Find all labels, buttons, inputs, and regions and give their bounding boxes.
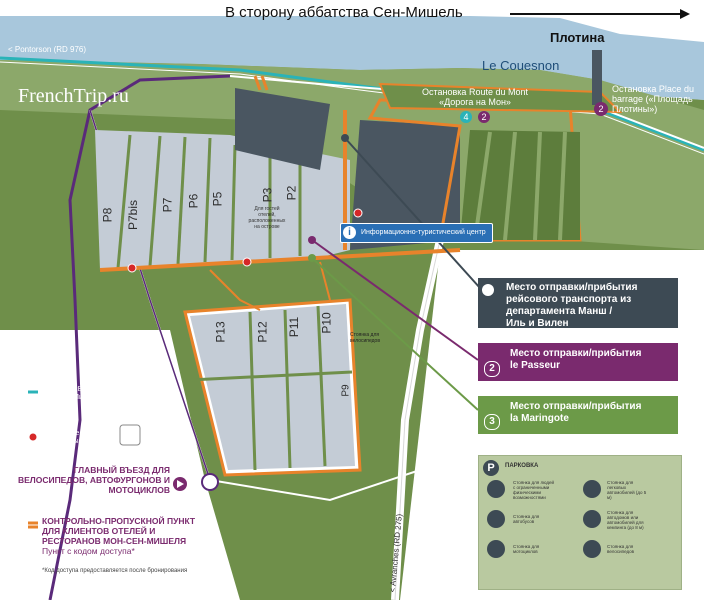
legend-checkpoint-line2: ДЛЯ КЛИЕНТОВ ОТЕЛЕЙ И (42, 526, 156, 536)
bus-line3: департамента Манш / (506, 306, 613, 317)
parking-item-buses: Стоянка для автобусов (513, 514, 540, 524)
parking-p6[interactable]: P6 (186, 193, 201, 209)
parking-p5[interactable]: P5 (210, 191, 225, 207)
site-logo: FrenchTrip.ru (18, 85, 129, 107)
parking-p9[interactable]: P9 (340, 384, 352, 397)
parking-p7[interactable]: P7 (160, 197, 175, 213)
stop-route-line1: Остановка Route du Mont (422, 87, 528, 97)
parking-item-motorcycles: Стоянка для мотоциклов (513, 544, 540, 554)
legend-terminals: Платежные терминалы (42, 430, 79, 446)
parking-p8[interactable]: P8 (100, 207, 115, 223)
bus-line4: Иль и Вилен (506, 318, 569, 329)
direction-text: В сторону аббатства Сен-Мишель (225, 4, 463, 21)
legend-checkpoint-line1: КОНТРОЛЬНО-ПРОПУСКНОЙ ПУНКТ (42, 516, 196, 526)
maringote-panel: 3 Место отправки/прибытия la Maringote (478, 396, 678, 434)
river-label: Le Couesnon (482, 58, 560, 73)
legend-route: Маршрут «Вокзал г. Понторсон – Мон-Сен-М… (42, 386, 149, 402)
legend-route-line1: Маршрут «Вокзал г. Понторсон – (42, 386, 149, 393)
parking-p7bis[interactable]: P7bis (126, 199, 141, 231)
bus-line1: Место отправки/прибытия (506, 282, 638, 293)
legend-checkpoint-line4: Пункт с кодом доступа* (42, 546, 135, 556)
legend-entry-line2: ВЕЛОСИПЕДОВ, АВТОФУРГОНОВ И (17, 475, 170, 485)
legend-checkpoint-line3: РЕСТОРАНОВ МОН-СЕН-МИШЕЛЯ (42, 536, 187, 546)
stop-route-label: Остановка Route du Mont «Дорога на Мон» (410, 87, 540, 107)
bus-legend-icon (487, 510, 505, 528)
parking-p2[interactable]: P2 (284, 185, 299, 201)
stop-route-line2: «Дорога на Мон» (439, 97, 511, 107)
stop-route-badge-4: 4 (460, 111, 472, 123)
stop-barrage-line3: Плотины») (612, 104, 658, 114)
parking-p11[interactable]: P11 (287, 316, 302, 338)
stop-barrage-label: Остановка Place du barrage («Площадь Пло… (612, 84, 702, 114)
parking-p12[interactable]: P12 (255, 321, 270, 343)
car-icon (583, 480, 601, 498)
passeur-line1: Место отправки/прибытия (510, 348, 642, 359)
river (0, 16, 704, 100)
legend-entry-line1: ГЛАВНЫЙ ВЪЕЗД ДЛЯ (73, 465, 170, 475)
wheelchair-icon (487, 480, 505, 498)
stop-barrage-badge: 2 (594, 102, 608, 116)
info-icon: i (343, 226, 356, 239)
passeur-panel: 2 Место отправки/прибытия le Passeur (478, 343, 678, 381)
legend-entry: ГЛАВНЫЙ ВЪЕЗД ДЛЯ ВЕЛОСИПЕДОВ, АВТОФУРГО… (12, 465, 170, 495)
parking-p3[interactable]: P3 (260, 187, 275, 203)
parking-p10[interactable]: P10 (319, 312, 334, 334)
road-pontorson-label: < Pontorson (RD 976) (8, 45, 87, 54)
bus-icon (482, 284, 494, 296)
maringote-line2: la Maringote (510, 413, 569, 424)
bicycle-icon (583, 540, 601, 558)
legend-footnote: *Код доступа предоставляется после брони… (42, 568, 188, 574)
motorcycle-icon (487, 540, 505, 558)
passeur-num: 2 (484, 361, 500, 377)
legend-terminals-line1: Платежные (42, 430, 80, 437)
maringote-num: 3 (484, 414, 500, 430)
legend-route-line2: Мон-Сен-Мишеля» (42, 394, 104, 401)
dam-label: Плотина (550, 30, 605, 45)
hotel-guests-line3: расположенных (248, 218, 286, 224)
bike-parking-line2: велосипедов (350, 338, 380, 344)
parking-item-bikes: Стоянка для велосипедов (607, 544, 634, 554)
bike-parking-line1: Стоянка для (350, 332, 380, 338)
purple-road (48, 74, 231, 600)
bus-line2: рейсового транспорта из (506, 294, 632, 305)
legend-terminals-line2: терминалы (42, 438, 79, 445)
parking-p13[interactable]: P13 (213, 321, 228, 343)
passeur-line2: le Passeur (510, 360, 561, 371)
maringote-line1: Место отправки/прибытия (510, 401, 642, 412)
parking-panel-title: ПАРКОВКА (505, 463, 539, 469)
hotel-guests-line4: на острове (254, 224, 280, 230)
parking-item-disabled: Стоянка для людей с ограниченными физиче… (513, 480, 554, 500)
parking-p-icon: P (483, 460, 499, 476)
stop-route-badge-2: 2 (478, 111, 490, 123)
info-center-label: Информационно-туристический центр (361, 229, 486, 236)
hotel-guests-label: Для гостей отелей, расположенных на остр… (244, 206, 290, 230)
legend-entry-line3: МОТОЦИКЛОВ (108, 485, 170, 495)
parking-item-campers: Стоянка для автодомов или автомобилей дл… (607, 510, 644, 530)
bike-parking-label: Стоянка для велосипедов (350, 332, 390, 344)
parking-legend-panel: P ПАРКОВКА Стоянка для людей с ограничен… (478, 455, 682, 590)
hotel-guests-line2: отелей, (258, 212, 276, 218)
legend-checkpoint: КОНТРОЛЬНО-ПРОПУСКНОЙ ПУНКТ ДЛЯ КЛИЕНТОВ… (42, 516, 195, 556)
parking-item-cars: Стоянка для легковых автомобилей (до 5 м… (607, 480, 647, 500)
stop-barrage-line2: barrage («Площадь (612, 94, 693, 104)
camper-icon (583, 510, 601, 528)
info-center[interactable]: i Информационно-туристический центр (340, 223, 493, 243)
bus-panel: Место отправки/прибытия рейсового трансп… (478, 278, 678, 329)
stop-barrage-line1: Остановка Place du (612, 84, 694, 94)
hotel-guests-line1: Для гостей (254, 206, 280, 212)
